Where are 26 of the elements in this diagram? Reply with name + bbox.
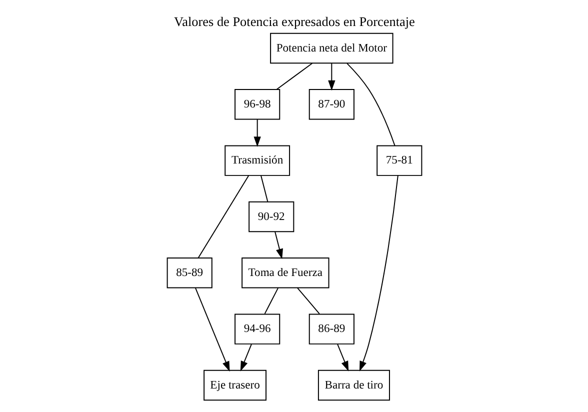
arrow	[194, 287, 230, 372]
node-box: 85-89	[166, 258, 212, 288]
arrow	[328, 62, 335, 91]
node-box: 87-90	[308, 89, 354, 120]
node-box: Toma de Fuerza	[241, 258, 329, 288]
node-box: 94-96	[234, 314, 280, 344]
node-box: Eje trasero	[203, 370, 266, 401]
node-box: Barra de tiro	[317, 370, 390, 401]
connector	[276, 62, 312, 90]
connector	[296, 288, 320, 314]
connector	[346, 62, 395, 146]
connector	[264, 288, 278, 314]
node-box: Trasmisión	[224, 145, 290, 176]
diagram-title: Valores de Potencia expresados en Porcentaje	[174, 14, 414, 29]
node-box: 90-92	[248, 201, 294, 232]
arrow	[274, 231, 282, 260]
node-box: 96-98	[234, 89, 280, 120]
arrow	[253, 119, 260, 147]
arrow	[240, 344, 252, 372]
connector	[197, 175, 249, 258]
node-box: 86-89	[308, 314, 354, 344]
arrow	[358, 175, 398, 372]
arrow	[336, 344, 348, 372]
connector	[260, 175, 268, 202]
node-box: Potencia neta del Motor	[270, 32, 393, 64]
node-box: 75-81	[376, 145, 422, 176]
